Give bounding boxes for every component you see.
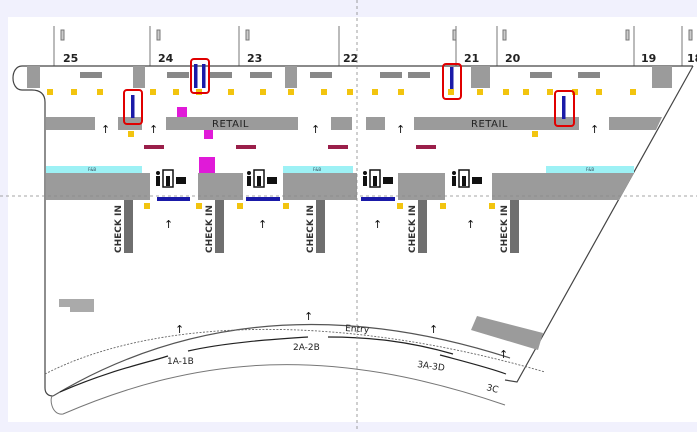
svg-text:↑: ↑ [396,123,405,136]
svg-text:↑: ↑ [429,323,438,336]
checkin-counters [124,200,519,253]
svg-text:↑: ↑ [149,123,158,136]
security-lanes [157,197,395,201]
terminal-outline [12,65,694,415]
gate-21: 21 [464,52,479,65]
svg-text:↑: ↑ [304,310,313,323]
checkin-label: CHECK IN [205,205,215,253]
door-3c: 3C [485,383,499,396]
retail-label: RETAIL [471,119,508,130]
food-label: F&B [586,167,594,172]
svg-text:↑: ↑ [175,323,184,336]
svg-text:↑: ↑ [499,348,508,361]
svg-text:↑: ↑ [258,218,267,231]
entry-arrows: ↑ ↑ ↑ ↑ [175,310,508,361]
checkin-label: CHECK IN [408,205,418,253]
food-label: F&B [313,167,321,172]
gate-23: 23 [247,52,262,65]
gate-18: 18 [687,52,697,65]
door-2a-2b: 2A-2B [293,343,320,353]
concourse-blocks [46,173,634,200]
gate-22: 22 [343,52,358,65]
svg-text:↑: ↑ [101,123,110,136]
highlight-marker-icon[interactable] [190,58,210,94]
entry-label: Entry [345,324,370,336]
gate-24: 24 [158,52,174,65]
direction-arrows: ↑ ↑ ↑ ↑ ↑ ↑ ↑ ↑ ↑ [101,123,599,231]
security-checkpoint-icon [156,169,482,188]
svg-text:↑: ↑ [373,218,382,231]
map-canvas [8,17,697,422]
svg-text:↑: ↑ [164,218,173,231]
gate-blocks [27,66,672,88]
retail-label: RETAIL [212,119,249,130]
amenity-markers [47,89,636,209]
gate-20: 20 [505,52,521,65]
gate-poles [53,26,693,66]
door-3a-3d: 3A-3D [417,360,446,374]
gate-25: 25 [63,52,78,65]
highlight-marker-icon[interactable] [442,63,462,100]
highlight-marker-icon[interactable] [123,89,143,125]
food-label: F&B [88,167,96,172]
checkin-label: CHECK IN [500,205,510,253]
ramp-block [471,316,543,350]
elevator-icon [59,299,94,312]
checkin-label: CHECK IN [306,205,316,253]
svg-text:↑: ↑ [311,123,320,136]
door-1a-1b: 1A-1B [167,357,194,367]
svg-text:↑: ↑ [466,218,475,231]
magenta-markers [177,107,215,173]
highlight-marker-icon[interactable] [554,90,575,127]
maroon-markers [144,145,436,149]
gate-19: 19 [641,52,656,65]
food-areas [46,166,634,173]
checkin-label: CHECK IN [114,205,124,253]
svg-text:↑: ↑ [590,123,599,136]
